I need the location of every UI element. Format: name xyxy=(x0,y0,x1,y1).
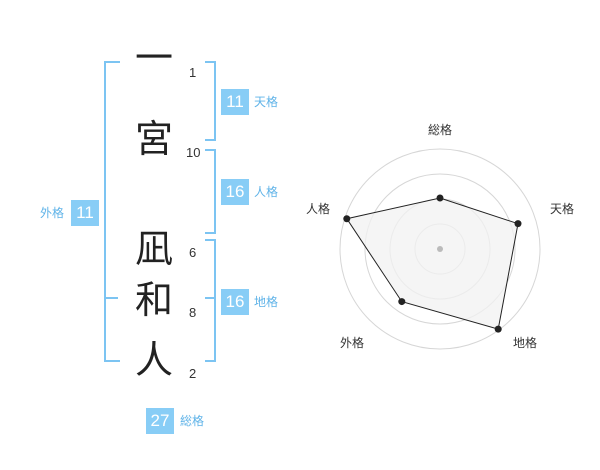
jinkaku-badge: 16 xyxy=(221,179,249,205)
gaikaku-bracket xyxy=(104,61,120,362)
radar-polygon xyxy=(345,197,519,330)
axis-label-jinkaku: 人格 xyxy=(306,201,330,216)
stroke-count-2: 10 xyxy=(186,145,201,160)
tenkaku-badge: 11 xyxy=(221,89,249,115)
gaikaku-badge: 11 xyxy=(71,200,99,226)
axis-label-chikaku: 地格 xyxy=(513,335,537,350)
axis-label-tenkaku: 天格 xyxy=(550,201,574,216)
chikaku-bracket xyxy=(205,239,216,362)
axis-label-gaikaku: 外格 xyxy=(340,335,364,350)
jinkaku-bracket xyxy=(205,149,216,234)
radar-point xyxy=(514,220,522,228)
stroke-count-5: 2 xyxy=(189,366,197,381)
gaikaku-label: 外格 xyxy=(40,206,65,220)
name-char-1: 一 xyxy=(134,36,173,80)
radar-ring xyxy=(364,173,516,325)
soukaku-label: 総格 xyxy=(180,414,205,428)
chikaku-label: 地格 xyxy=(254,295,279,309)
stroke-count-3: 6 xyxy=(189,245,197,260)
radar-point xyxy=(398,298,406,306)
soukaku-badge: 27 xyxy=(146,408,174,434)
chikaku-badge: 16 xyxy=(221,289,249,315)
name-char-3: 凪 xyxy=(134,227,173,271)
radar-ring xyxy=(339,148,541,350)
radar-center-dot xyxy=(437,246,443,252)
radar-point xyxy=(436,194,444,202)
name-char-4: 和 xyxy=(134,278,173,322)
jinkaku-label: 人格 xyxy=(254,185,279,199)
chikaku-bracket-mid xyxy=(205,297,216,299)
axis-label-soukaku: 総格 xyxy=(428,122,452,137)
tenkaku-label: 天格 xyxy=(254,95,279,109)
stroke-count-4: 8 xyxy=(189,305,197,320)
radar-point xyxy=(494,325,502,333)
gaikaku-bracket-mid xyxy=(106,297,118,299)
radar-point xyxy=(343,215,351,223)
name-char-5: 人 xyxy=(134,338,173,382)
name-char-2: 宮 xyxy=(134,117,173,161)
tenkaku-bracket xyxy=(205,61,216,141)
stroke-count-1: 1 xyxy=(189,65,197,80)
